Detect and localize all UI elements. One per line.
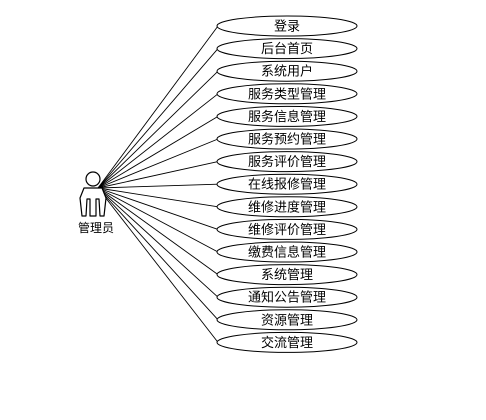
actor-label: 管理员 xyxy=(78,220,114,235)
use-case-ellipse xyxy=(216,151,358,173)
association-line xyxy=(97,70,219,189)
use-case-label: 服务评价管理 xyxy=(248,154,326,170)
use-case-ellipse xyxy=(216,309,358,331)
use-case-label: 资源管理 xyxy=(261,313,313,328)
use-case-ellipse xyxy=(216,218,358,240)
use-case[interactable]: 后台首页 xyxy=(216,38,358,60)
use-case-label: 系统用户 xyxy=(261,64,313,80)
use-case-label: 缴费信息管理 xyxy=(248,245,326,261)
use-case-ellipse xyxy=(216,241,358,263)
use-case-ellipse xyxy=(216,83,358,105)
association-line xyxy=(97,138,219,189)
use-cases: 登录后台首页系统用户服务类型管理服务信息管理服务预约管理服务评价管理在线报修管理… xyxy=(216,15,358,353)
use-case-label: 服务类型管理 xyxy=(248,86,326,102)
use-case-label: 系统管理 xyxy=(261,268,313,283)
use-case-label: 后台首页 xyxy=(261,42,313,57)
use-case-ellipse xyxy=(216,60,358,82)
association-line xyxy=(97,116,219,189)
use-case[interactable]: 系统管理 xyxy=(216,264,358,286)
association-line xyxy=(97,48,219,189)
use-case-ellipse xyxy=(216,15,358,37)
actor-head xyxy=(85,171,101,187)
use-case-ellipse xyxy=(216,173,358,195)
use-case[interactable]: 系统用户 xyxy=(216,60,358,82)
use-case-ellipse xyxy=(216,286,358,308)
use-case[interactable]: 登录 xyxy=(216,15,358,37)
association-line xyxy=(97,161,219,189)
use-case-ellipse xyxy=(216,264,358,286)
use-case-label: 维修进度管理 xyxy=(248,199,326,215)
association-line xyxy=(97,93,219,189)
use-case-label: 交流管理 xyxy=(261,335,313,351)
association-line xyxy=(97,187,219,230)
use-case-label: 登录 xyxy=(274,20,300,35)
use-case-label: 服务信息管理 xyxy=(248,109,326,125)
use-case[interactable]: 在线报修管理 xyxy=(216,173,358,195)
use-case-ellipse xyxy=(216,105,358,127)
use-case[interactable]: 缴费信息管理 xyxy=(216,241,358,263)
use-case[interactable]: 服务信息管理 xyxy=(216,105,358,127)
association-line xyxy=(97,187,219,298)
use-case-label: 通知公告管理 xyxy=(248,290,326,306)
actor-admin[interactable]: 管理员 xyxy=(78,171,114,235)
use-case[interactable]: 服务预约管理 xyxy=(216,128,358,150)
association-line xyxy=(97,187,219,253)
association-line xyxy=(97,187,219,208)
use-case[interactable]: 维修进度管理 xyxy=(216,196,358,218)
association-line xyxy=(97,25,219,189)
use-case[interactable]: 服务评价管理 xyxy=(216,151,358,173)
use-case[interactable]: 通知公告管理 xyxy=(216,286,358,308)
use-case[interactable]: 维修评价管理 xyxy=(216,218,358,240)
actor-body xyxy=(79,187,107,217)
use-case[interactable]: 交流管理 xyxy=(216,331,358,353)
use-case-label: 维修评价管理 xyxy=(248,223,326,238)
use-case[interactable]: 资源管理 xyxy=(216,309,358,331)
association-lines xyxy=(97,25,219,343)
use-case-ellipse xyxy=(216,128,358,150)
use-case-ellipse xyxy=(216,331,358,353)
use-case-ellipse xyxy=(216,196,358,218)
association-line xyxy=(97,187,219,321)
use-case[interactable]: 服务类型管理 xyxy=(216,83,358,105)
use-case-ellipse xyxy=(216,38,358,60)
association-line xyxy=(97,187,219,343)
association-line xyxy=(97,183,219,189)
use-case-label: 在线报修管理 xyxy=(248,178,326,193)
association-line xyxy=(97,187,219,275)
use-case-label: 服务预约管理 xyxy=(248,132,326,148)
